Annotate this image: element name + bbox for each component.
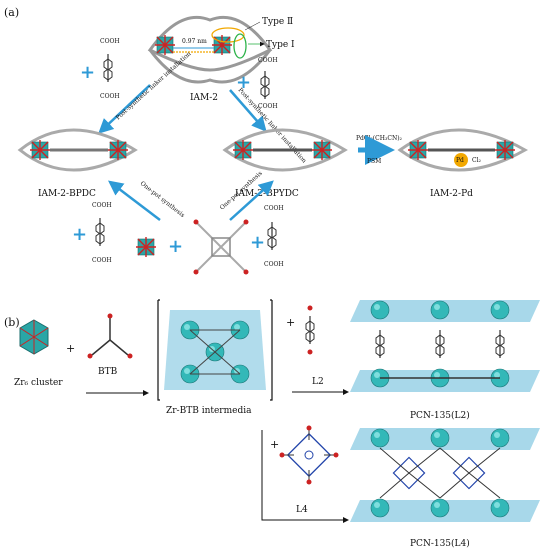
iam2-framework <box>147 15 273 84</box>
zr-cluster-bottom <box>135 236 157 258</box>
bpdc-linker-top: COOH COOH <box>100 38 120 100</box>
plus-icon: + <box>236 72 251 93</box>
plus-b1: + <box>66 342 75 355</box>
pd-atom <box>454 153 468 167</box>
svg-text:COOH: COOH <box>92 257 112 264</box>
plus-icon: + <box>80 62 95 83</box>
onepot-left-label: One-pot synthesis <box>139 180 186 219</box>
iam2-bpdc-framework <box>17 128 138 172</box>
pcn135-l2-label: PCN-135(L2) <box>410 410 470 421</box>
plus-icon: + <box>72 224 87 245</box>
iam2-cluster-left <box>154 34 176 56</box>
pcn135-l2-structure <box>350 300 540 392</box>
zr-btb-intermedia <box>157 299 273 401</box>
panel-a-label: (a) <box>4 6 19 19</box>
l4-porphyrin <box>279 425 339 485</box>
arrow-to-pcn-l4 <box>261 430 349 523</box>
onepot-arrow-left <box>108 180 161 221</box>
iam2-pd-label: IAM-2-Pd <box>430 189 473 199</box>
svg-text:COOH: COOH <box>100 93 120 100</box>
plus-b2: + <box>286 316 295 329</box>
cl2-label: Cl₂ <box>472 157 482 164</box>
type-ii-label: Type Ⅱ <box>262 17 293 27</box>
svg-text:COOH: COOH <box>258 103 278 110</box>
l2-linker <box>305 305 315 355</box>
plus-icon: + <box>250 232 265 253</box>
type-i-highlight <box>233 33 247 59</box>
pd-reagent-label: PdCl₂(CH₃CN)₂ <box>356 135 403 142</box>
bpydc-linker-top: COOH COOH <box>258 57 278 110</box>
svg-text:COOH: COOH <box>264 261 284 268</box>
zr6-cluster-label: Zr₆ cluster <box>14 378 63 388</box>
distance-label: 0.97 nm <box>182 38 207 45</box>
svg-text:COOH: COOH <box>92 202 112 209</box>
plus-icon: + <box>168 236 183 257</box>
plus-b3: + <box>270 438 279 451</box>
iam2-bpydc-framework <box>222 128 348 172</box>
panel-b-label: (b) <box>4 316 20 329</box>
svg-text:COOH: COOH <box>264 205 284 212</box>
type-i-label: Type Ⅰ <box>266 40 295 50</box>
type-ii-pointer <box>244 21 261 31</box>
bpdc-linker-bottom: COOH COOH <box>92 202 112 264</box>
arrow-to-bpydc <box>229 89 267 132</box>
svg-text:COOH: COOH <box>100 38 120 45</box>
pcn135-l4-structure <box>350 428 540 522</box>
arrow-to-bpdc <box>98 84 151 134</box>
onepot-arrow-right <box>229 180 274 221</box>
iam2-bpdc-label: IAM-2-BPDC <box>38 189 96 199</box>
iam2-label: IAM-2 <box>190 93 218 103</box>
svg-text:COOH: COOH <box>258 57 278 64</box>
iam2-cluster-right <box>211 34 233 56</box>
tetra-linker <box>193 219 249 275</box>
bpydc-linker-bottom: COOH COOH <box>264 205 284 268</box>
l4-label: L4 <box>296 505 308 515</box>
l2-label: L2 <box>312 377 324 387</box>
psm-label: PSM <box>367 158 381 165</box>
btb-linker <box>87 313 133 359</box>
pd-label: Pd <box>456 157 464 164</box>
post-synthetic-left-label: Post-synthetic linker installation <box>115 50 193 121</box>
intermedia-label: Zr-BTB intermedia <box>166 406 252 416</box>
iam2-pd-framework <box>397 128 529 172</box>
btb-label: BTB <box>98 367 118 377</box>
type-ii-highlight <box>211 27 245 43</box>
pcn135-l4-label: PCN-135(L4) <box>410 538 470 549</box>
zr6-cluster <box>19 319 49 355</box>
